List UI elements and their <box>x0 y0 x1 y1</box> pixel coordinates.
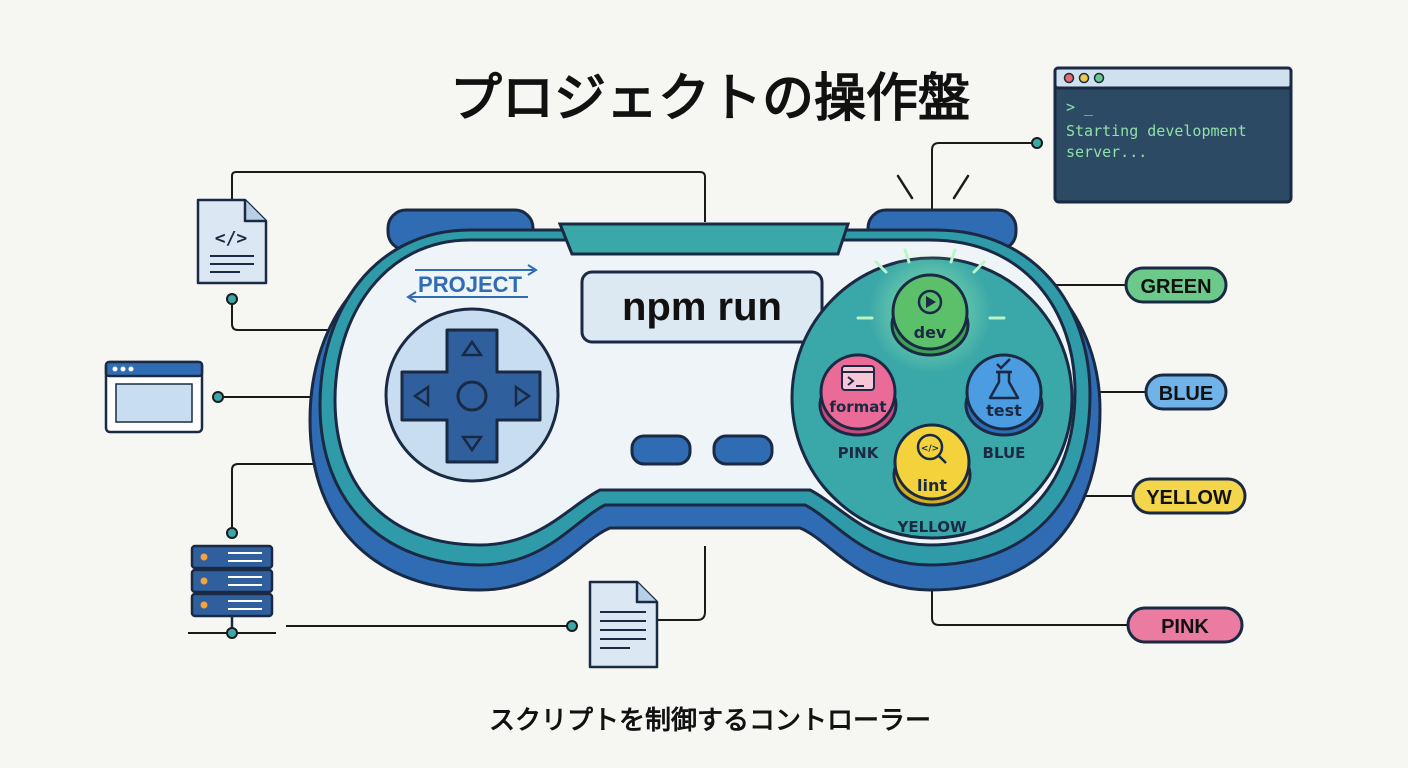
brand-label: PROJECT <box>418 272 522 297</box>
tag-green-label: GREEN <box>1140 276 1211 298</box>
check-icon <box>996 358 1011 370</box>
code-search-icon-text: </> <box>921 444 939 454</box>
tag-yellow-label: YELLOW <box>1146 487 1232 509</box>
maximize-icon[interactable] <box>1093 72 1105 84</box>
code-search-icon <box>916 433 947 464</box>
tag-pink-label: PINK <box>1161 616 1209 638</box>
flask-icon <box>988 370 1020 400</box>
script-display <box>580 270 824 344</box>
tag-blue-label: BLUE <box>1159 383 1213 405</box>
page-caption: スクリプトを制御するコントローラー <box>488 706 931 736</box>
play-icon <box>917 289 943 315</box>
terminal-icon <box>841 365 875 391</box>
lint-button[interactable]: </> lint <box>892 423 972 507</box>
lint-button-label: lint <box>917 476 947 495</box>
browser-window-icon <box>104 360 204 434</box>
test-button-label: test <box>986 401 1022 420</box>
dpad-up-icon[interactable] <box>460 339 484 357</box>
test-button[interactable]: test <box>964 353 1044 437</box>
terminal-line-1: Starting development <box>1066 122 1247 140</box>
tag-yellow: YELLOW <box>1131 477 1247 515</box>
format-button-label: format <box>829 398 886 416</box>
terminal-window: > _ Starting development server... <box>1053 66 1293 204</box>
dpad-right-icon[interactable] <box>514 384 532 408</box>
code-file-icon: </> <box>196 198 268 285</box>
terminal-prompt: > _ <box>1066 98 1094 116</box>
dpad-down-icon[interactable] <box>460 435 484 453</box>
project-logo: PROJECT <box>406 264 538 303</box>
connector-dots <box>212 137 1043 639</box>
code-file-icon-text: </> <box>215 228 248 249</box>
dpad-left-icon[interactable] <box>412 384 430 408</box>
server-icon <box>190 544 274 628</box>
tag-pink: PINK <box>1126 606 1244 644</box>
minimize-icon[interactable] <box>1078 72 1090 84</box>
format-button[interactable]: format <box>818 353 898 437</box>
dpad[interactable] <box>384 307 560 483</box>
tag-blue: BLUE <box>1144 373 1228 411</box>
blue-button-caption: BLUE <box>983 444 1026 462</box>
page-title: プロジェクトの操作盤 <box>449 69 970 129</box>
pink-button-caption: PINK <box>838 444 880 462</box>
document-icon <box>588 580 659 669</box>
tag-green: GREEN <box>1124 266 1228 304</box>
close-icon[interactable] <box>1063 72 1075 84</box>
terminal-line-2: server... <box>1066 143 1147 161</box>
dev-button-label: dev <box>914 323 947 342</box>
script-display-label: npm run <box>622 285 782 329</box>
select-button[interactable] <box>630 434 692 466</box>
dev-button[interactable]: dev <box>890 273 970 357</box>
yellow-button-caption: YELLOW <box>897 518 967 536</box>
start-button[interactable] <box>712 434 774 466</box>
